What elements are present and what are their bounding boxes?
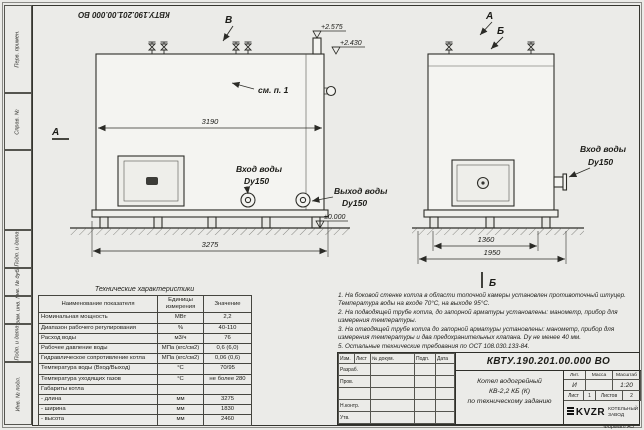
dimensions: 3190 3275 1360 1950	[91, 117, 567, 264]
callouts: см. п. 1 Вход воды Dy150 Выход воды Dy15…	[231, 81, 627, 208]
view-a-left-mark: А	[51, 127, 59, 138]
see-note-label: см. п. 1	[258, 85, 289, 95]
safety-valve-icon	[526, 41, 536, 55]
tech-table-title: Технические характеристики	[94, 286, 195, 293]
side-inlet-label: Вход воды	[580, 144, 627, 154]
stamp-perv-primen: Перв. примен.	[4, 5, 32, 93]
note-1: 1. На боковой стенке котла в области топ…	[338, 292, 626, 308]
safety-valve-icon	[159, 41, 169, 55]
safety-valve-icon	[243, 41, 253, 55]
ground-hatch	[70, 228, 350, 235]
company-block: KVZR КОТЕЛЬНЫЙ ЗАВОД	[564, 401, 641, 424]
note-5: 5. Остальные технические требования по О…	[338, 343, 530, 351]
dim-front-width: 3190	[202, 117, 220, 126]
stamp-blank	[4, 150, 32, 230]
outlet-flange	[295, 192, 311, 208]
door-handle	[146, 177, 158, 185]
mass-value	[586, 380, 613, 391]
stamp-inv-dubl: Инв. № дубл.	[4, 268, 32, 296]
drawing-title: Котел водогрейный КВ-2,2 КБ (К) по техни…	[456, 371, 564, 424]
stamp-sprav-no: Справ. №	[4, 93, 32, 150]
tech-characteristics: Технические характеристики Наименование …	[38, 286, 252, 426]
title-line: КВ-2,2 КБ (К)	[489, 387, 530, 395]
outlet-dn-label: Dy150	[342, 198, 367, 208]
table-row: Габариты котла	[38, 383, 252, 396]
title-line: по техническому заданию	[467, 397, 552, 405]
view-v-mark: В	[225, 15, 232, 26]
elev-mid: +2.430	[340, 40, 362, 47]
outlet-label: Выход воды	[334, 186, 388, 196]
view-b-top-mark: Б	[497, 26, 504, 37]
stamp-podp-data-2: Подп. и дата	[4, 324, 32, 362]
note-2: 2. На подводящей трубе котла, до запорно…	[338, 309, 618, 325]
note-3: 3. На отводящей трубе котла до запорной …	[338, 326, 615, 342]
sig-row: Утв.	[338, 411, 455, 424]
sheets-label: Листов	[596, 391, 623, 401]
technical-notes: 1. На боковой стенке котла в области топ…	[338, 292, 638, 352]
dim-side-width: 1360	[478, 235, 496, 244]
sig-row: Пров.	[338, 375, 455, 388]
inlet-flange	[240, 192, 256, 208]
sheets-value: 2	[623, 391, 641, 401]
lit-value: И	[564, 380, 586, 391]
sight-glass	[325, 85, 337, 97]
view-a-top-mark: А	[485, 11, 493, 22]
sheet-value: 1	[584, 391, 596, 401]
sig-row	[338, 387, 455, 400]
side-inlet-dn-label: Dy150	[588, 157, 613, 167]
mass-label: Масса	[586, 371, 613, 380]
boiler-drawing: 3190 3275 1360 1950 ±0.000 +2.575 +2.430	[51, 11, 627, 289]
table-row: Диапазон рабочего регулирования%40-110	[38, 322, 252, 334]
side-view	[423, 41, 568, 229]
scale-value: 1:20	[613, 380, 641, 391]
base-frame	[423, 209, 559, 218]
sig-row: Разраб.	[338, 363, 455, 376]
elev-top: +2.575	[321, 24, 343, 31]
safety-valve-icon	[147, 41, 157, 55]
kvzr-logo: KVZR	[566, 407, 605, 418]
safety-valve-icon	[231, 41, 241, 55]
doc-number: КВТУ.190.201.00.000 ВО	[456, 353, 641, 371]
front-view	[91, 37, 337, 229]
lit-label: Лит.	[564, 371, 586, 380]
doc-number-rotated: КВТУ.190.201.00.000 ВО	[78, 10, 170, 19]
title-line: Котел водогрейный	[477, 378, 542, 385]
stamp-podp-data-1: Подп. и дата	[4, 230, 32, 268]
format-label: Формат А3	[603, 424, 634, 430]
sheet-label: Лист	[564, 391, 584, 401]
elev-zero: ±0.000	[324, 214, 345, 221]
side-nozzle	[553, 176, 564, 188]
stamp-vzam-inv: Взам. инв. №	[4, 296, 32, 324]
vent-pipe	[312, 37, 322, 55]
sig-row: Н.контр.	[338, 399, 455, 412]
view-marks: В А Б А Б	[51, 11, 504, 289]
logo-bars-icon	[566, 407, 574, 415]
scale-label: Масштаб	[613, 371, 641, 380]
stamp-inv-podl: Инв. № подл.	[4, 362, 32, 425]
company-name: КОТЕЛЬНЫЙ ЗАВОД	[608, 407, 639, 418]
inlet-label: Вход воды	[236, 164, 283, 174]
dim-front-base: 3275	[202, 240, 220, 249]
ground-hatch	[412, 228, 584, 235]
dim-side-total: 1950	[484, 248, 502, 257]
elevation-marks: ±0.000 +2.575 +2.430	[312, 24, 365, 229]
base-frame	[91, 209, 329, 218]
safety-valve-icon	[444, 41, 454, 55]
section-b-bottom-mark: Б	[489, 278, 496, 289]
inlet-dn-label: Dy150	[244, 176, 269, 186]
